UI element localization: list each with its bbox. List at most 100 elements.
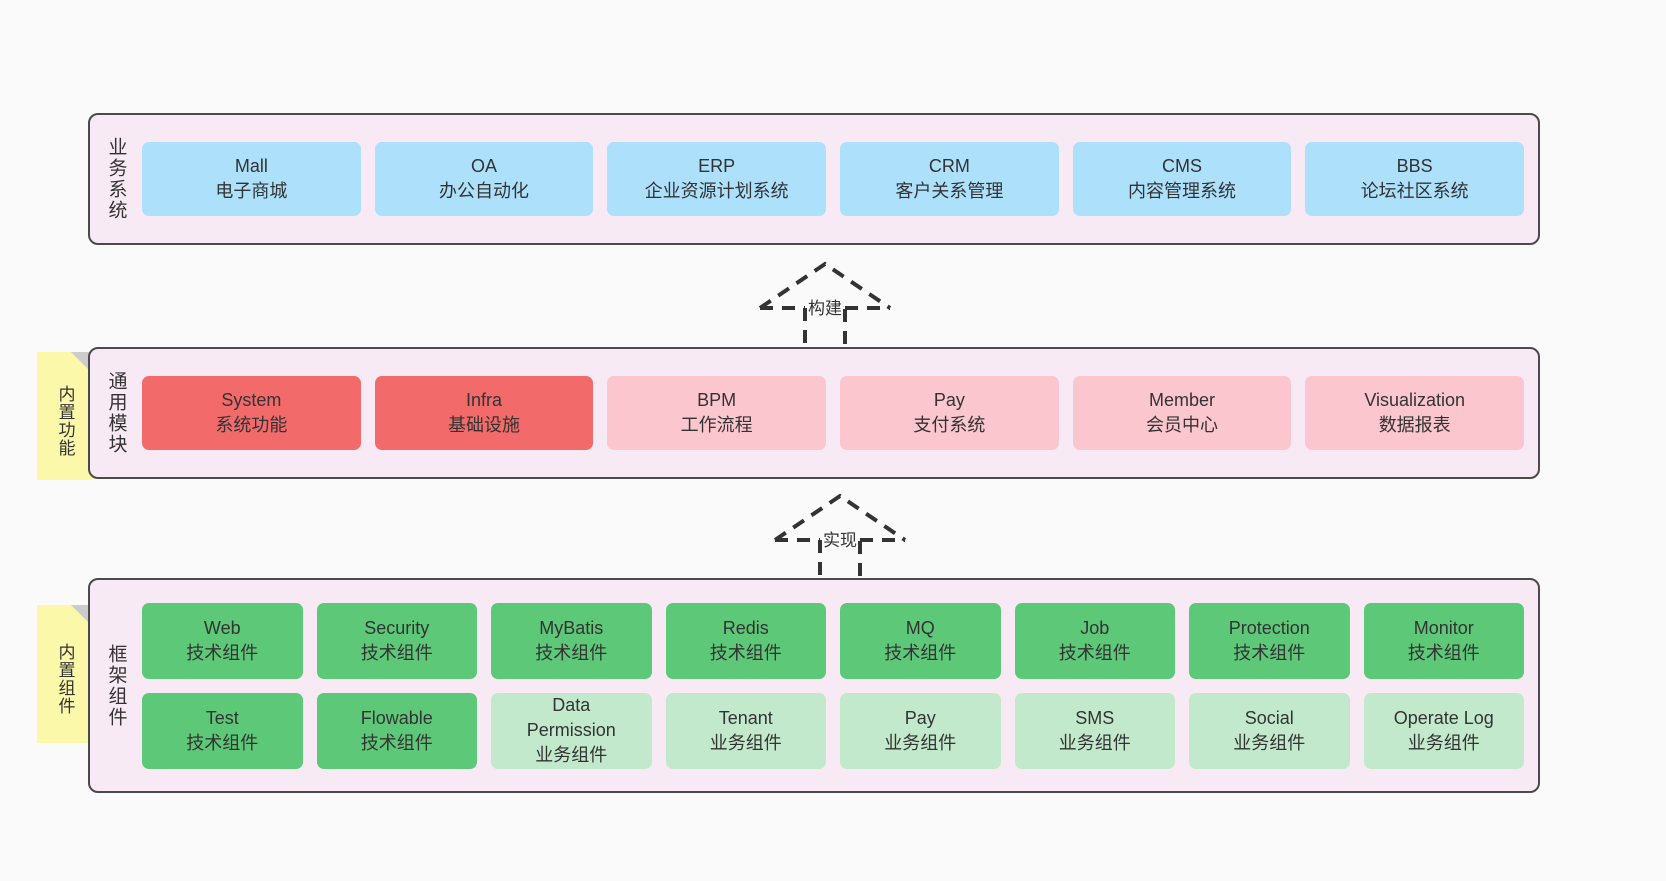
card-flowable[interactable]: Flowable 技术组件	[316, 692, 477, 769]
card-subtitle: 技术组件	[186, 732, 259, 753]
card-bpm[interactable]: BPM 工作流程	[607, 376, 827, 450]
card-cms[interactable]: CMS 内容管理系统	[1072, 142, 1292, 216]
connector-implement: 实现	[765, 490, 915, 586]
card-subtitle: 技术组件	[884, 642, 957, 663]
card-mall[interactable]: Mall 电子商城	[142, 142, 361, 216]
card-subtitle: 业务组件	[709, 732, 782, 753]
card-mq[interactable]: MQ 技术组件	[840, 602, 1001, 679]
card-member[interactable]: Member 会员中心	[1072, 376, 1292, 450]
card-title: Data Permission	[526, 695, 616, 740]
connector-build: 构建	[750, 258, 900, 354]
dashed-up-arrow-icon	[773, 493, 907, 584]
card-visualization[interactable]: Visualization 数据报表	[1305, 376, 1525, 450]
connector-label: 实现	[823, 531, 857, 550]
card-subtitle: 业务组件	[884, 732, 957, 753]
card-system[interactable]: System 系统功能	[142, 376, 361, 450]
card-subtitle: 技术组件	[1407, 642, 1480, 663]
layer-body-framework-components: Web 技术组件 Security 技术组件 MyBatis 技术组件 Redi…	[142, 580, 1538, 791]
card-erp[interactable]: ERP 企业资源计划系统	[607, 142, 827, 216]
card-subtitle: 技术组件	[1233, 642, 1306, 663]
card-subtitle: 会员中心	[1146, 415, 1219, 435]
card-tenant[interactable]: Tenant 业务组件	[665, 692, 826, 769]
card-subtitle: 业务组件	[1407, 732, 1480, 753]
card-subtitle: 技术组件	[1058, 642, 1131, 663]
card-subtitle: 业务组件	[535, 745, 608, 765]
card-title: Web	[203, 617, 241, 638]
card-title: Job	[1080, 617, 1110, 638]
card-redis[interactable]: Redis 技术组件	[665, 602, 826, 679]
card-oa[interactable]: OA 办公自动化	[374, 142, 594, 216]
card-title: ERP	[698, 156, 736, 176]
card-title: Mall	[234, 156, 268, 176]
card-title: Test	[205, 707, 239, 728]
card-title: BBS	[1396, 156, 1433, 176]
card-subtitle: 内容管理系统	[1128, 181, 1237, 201]
card-subtitle: 系统功能	[215, 415, 288, 435]
card-subtitle: 数据报表	[1378, 415, 1451, 435]
card-title: Monitor	[1413, 617, 1474, 638]
card-subtitle: 办公自动化	[439, 181, 529, 201]
layer-framework-components: 框架组件 Web 技术组件 Security 技术组件 MyBatis 技术组件…	[88, 578, 1540, 793]
card-title: Member	[1149, 390, 1216, 410]
layer-common-modules: 通用模块 System 系统功能 Infra 基础设施 BPM 工作流程 Pay…	[88, 347, 1540, 479]
card-title: Pay	[933, 390, 965, 410]
layer-body-business-systems: Mall 电子商城 OA 办公自动化 ERP 企业资源计划系统 CRM 客户关系…	[142, 115, 1538, 243]
card-monitor[interactable]: Monitor 技术组件	[1363, 602, 1524, 679]
note-builtin-components: 内置组件	[37, 605, 93, 743]
card-mybatis[interactable]: MyBatis 技术组件	[491, 602, 652, 679]
card-subtitle: 工作流程	[680, 415, 753, 435]
card-row: Test 技术组件 Flowable 技术组件 Data Permission …	[142, 692, 1524, 769]
dashed-up-arrow-icon	[758, 261, 892, 352]
card-subtitle: 业务组件	[1233, 732, 1306, 753]
card-title: MyBatis	[539, 617, 604, 638]
card-subtitle: 论坛社区系统	[1360, 181, 1469, 201]
card-title: Redis	[722, 617, 769, 638]
layer-title-common-modules: 通用模块	[105, 371, 127, 455]
card-pay[interactable]: Pay 支付系统	[840, 376, 1059, 450]
card-subtitle: 技术组件	[360, 642, 433, 663]
note-builtin-features: 内置功能	[37, 352, 93, 480]
layer-title-business-systems: 业务系统	[105, 137, 127, 221]
card-title: SMS	[1075, 707, 1115, 728]
layer-business-systems: 业务系统 Mall 电子商城 OA 办公自动化 ERP 企业资源计划系统 CRM…	[88, 113, 1540, 245]
card-title: BPM	[697, 390, 737, 410]
connector-label: 构建	[808, 299, 842, 318]
card-row: System 系统功能 Infra 基础设施 BPM 工作流程 Pay 支付系统…	[142, 376, 1525, 450]
card-title: Social	[1244, 707, 1294, 728]
card-row: Web 技术组件 Security 技术组件 MyBatis 技术组件 Redi…	[142, 602, 1524, 679]
card-social[interactable]: Social 业务组件	[1189, 692, 1350, 769]
card-title: MQ	[905, 617, 935, 638]
layer-title-framework-components: 框架组件	[105, 643, 127, 728]
card-web[interactable]: Web 技术组件	[142, 602, 303, 679]
card-test[interactable]: Test 技术组件	[142, 692, 303, 769]
card-title: OA	[471, 156, 498, 176]
card-title: Flowable	[360, 707, 433, 728]
card-bbs[interactable]: BBS 论坛社区系统	[1305, 142, 1525, 216]
note-label: 内置组件	[55, 643, 75, 715]
note-fold-icon	[71, 605, 93, 627]
layer-body-common-modules: System 系统功能 Infra 基础设施 BPM 工作流程 Pay 支付系统…	[142, 349, 1538, 477]
card-subtitle: 技术组件	[360, 732, 433, 753]
card-subtitle: 技术组件	[535, 642, 608, 663]
card-title: Visualization	[1364, 390, 1466, 410]
card-subtitle: 基础设施	[448, 415, 520, 435]
card-title: Protection	[1228, 617, 1310, 638]
card-subtitle: 企业资源计划系统	[644, 181, 789, 201]
card-job[interactable]: Job 技术组件	[1014, 602, 1175, 679]
card-title: Pay	[904, 707, 936, 728]
card-protection[interactable]: Protection 技术组件	[1189, 602, 1350, 679]
card-title: CRM	[928, 156, 970, 176]
card-infra[interactable]: Infra 基础设施	[374, 376, 594, 450]
card-operate-log[interactable]: Operate Log 业务组件	[1363, 692, 1524, 769]
card-security[interactable]: Security 技术组件	[316, 602, 477, 679]
card-title: System	[221, 390, 282, 410]
card-row: Mall 电子商城 OA 办公自动化 ERP 企业资源计划系统 CRM 客户关系…	[142, 142, 1525, 216]
card-data-permission[interactable]: Data Permission 业务组件	[491, 692, 652, 769]
card-sms[interactable]: SMS 业务组件	[1014, 692, 1175, 769]
card-crm[interactable]: CRM 客户关系管理	[840, 142, 1059, 216]
note-label: 内置功能	[55, 385, 75, 457]
note-fold-icon	[71, 352, 93, 374]
card-subtitle: 支付系统	[913, 415, 986, 435]
card-pay-business[interactable]: Pay 业务组件	[840, 692, 1001, 769]
